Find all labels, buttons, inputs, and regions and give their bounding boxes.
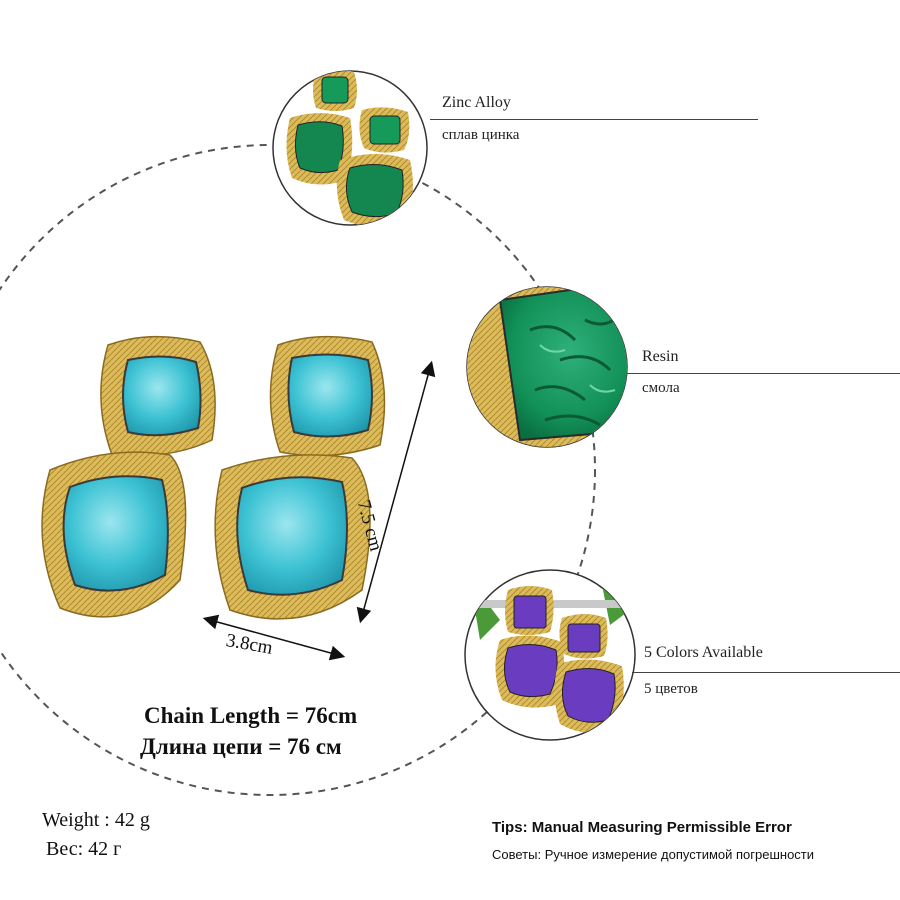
feature-zinc-label-en: Zinc Alloy [442,94,511,111]
feature-colors-divider [632,672,900,673]
chain-length-en: Chain Length = 76cm [144,703,358,728]
width-arrow [202,614,346,661]
weight-ru: Вес: 42 г [46,838,122,860]
tips-ru: Советы: Ручное измерение допустимой погр… [492,847,815,862]
feature-zinc-divider [430,119,758,120]
feature-colors-label-ru: 5 цветов [644,681,698,697]
tips-en: Tips: Manual Measuring Permissible Error [492,819,792,836]
feature-resin-divider [627,373,900,374]
left-earring [41,335,216,618]
chain-length-ru: Длина цепи = 76 см [140,734,342,759]
right-earring [214,335,386,620]
feature-resin-label-en: Resin [642,348,679,365]
height-arrow [356,360,436,624]
feature-colors-label-en: 5 Colors Available [644,644,763,661]
feature-zinc-label-ru: сплав цинка [442,127,520,143]
feature-resin-label-ru: смола [642,380,680,396]
weight-en: Weight : 42 g [42,809,150,831]
